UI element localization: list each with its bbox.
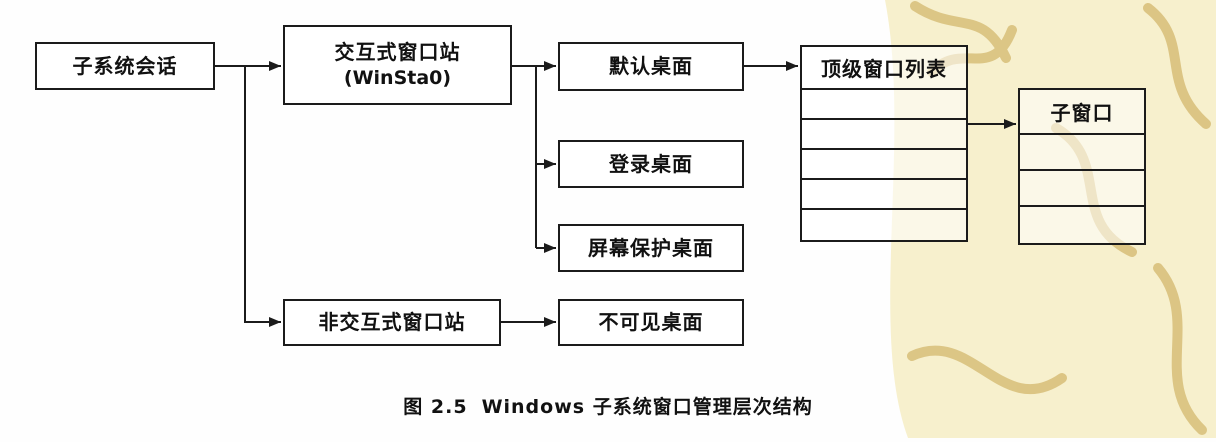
node-label: 交互式窗口站 xyxy=(334,39,461,64)
node-noninteractive-window-station: 非交互式窗口站 xyxy=(283,299,501,346)
empty-row xyxy=(1020,171,1144,207)
node-screensaver-desktop: 屏幕保护桌面 xyxy=(558,224,744,272)
node-label: 顶级窗口列表 xyxy=(802,47,966,90)
empty-row xyxy=(802,210,966,240)
node-interactive-window-station: 交互式窗口站 (WinSta0) xyxy=(283,25,512,105)
node-child-window: 子窗口 xyxy=(1018,88,1146,245)
figure-title: Windows 子系统窗口管理层次结构 xyxy=(481,396,813,418)
node-label: 子系统会话 xyxy=(72,53,178,78)
empty-row xyxy=(1020,207,1144,243)
node-label: 登录桌面 xyxy=(609,151,693,176)
node-logon-desktop: 登录桌面 xyxy=(558,140,744,188)
empty-row xyxy=(802,120,966,150)
node-label: 屏幕保护桌面 xyxy=(588,235,714,260)
connector-session-to-noninteractive xyxy=(244,66,281,327)
figure-number: 图 2.5 xyxy=(403,396,468,418)
node-default-desktop: 默认桌面 xyxy=(558,42,744,91)
node-invisible-desktop: 不可见桌面 xyxy=(558,299,744,346)
node-label: 不可见桌面 xyxy=(598,310,704,334)
empty-row xyxy=(1020,135,1144,171)
node-sublabel: (WinSta0) xyxy=(343,66,452,89)
figure-caption: 图 2.5 Windows 子系统窗口管理层次结构 xyxy=(0,392,1216,419)
node-toplevel-window-list: 顶级窗口列表 xyxy=(800,45,968,242)
empty-row xyxy=(802,180,966,210)
node-label: 非交互式窗口站 xyxy=(318,310,466,334)
empty-row xyxy=(802,150,966,180)
empty-row xyxy=(802,90,966,120)
node-label: 子窗口 xyxy=(1020,90,1144,135)
node-label: 默认桌面 xyxy=(609,54,693,78)
node-subsystem-session: 子系统会话 xyxy=(35,42,215,90)
